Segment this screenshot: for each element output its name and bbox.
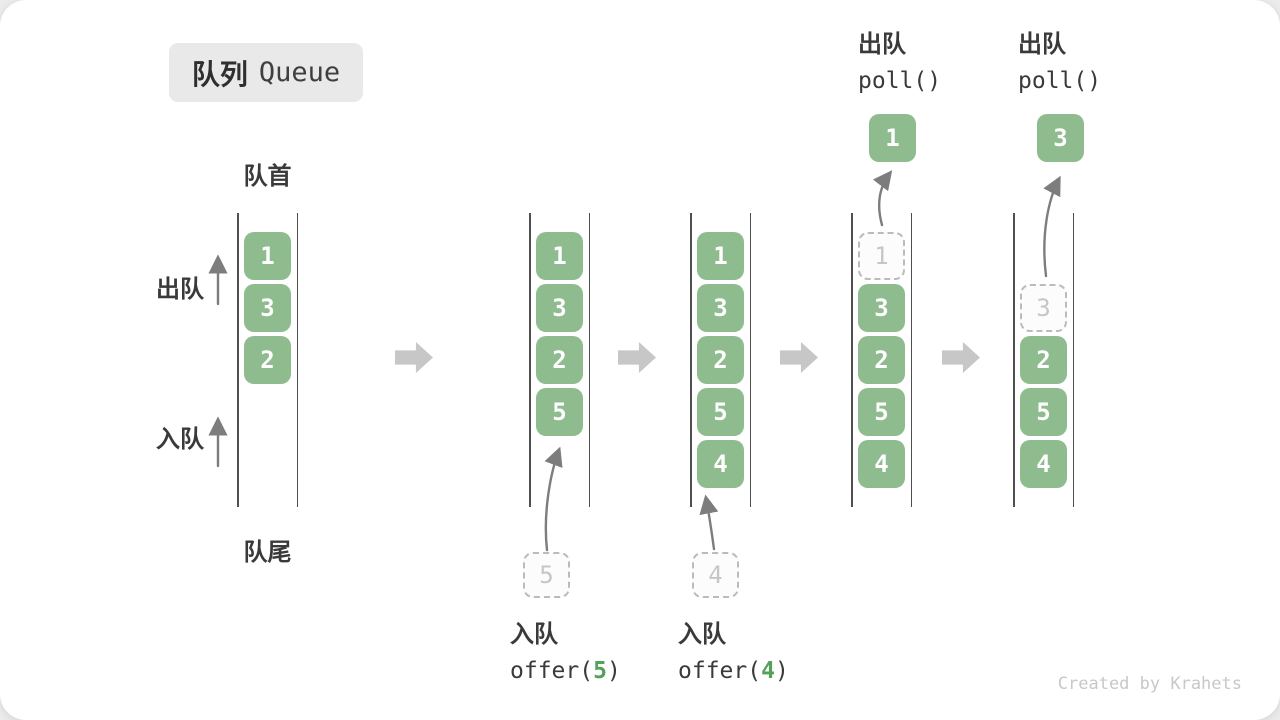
ghost-block: 1 [858, 232, 905, 280]
title-zh: 队列 [191, 58, 248, 90]
queue-block: 3 [858, 284, 905, 332]
step-arrow-icon [618, 342, 656, 373]
queue-block: 5 [858, 388, 905, 436]
queue-block: 5 [697, 388, 744, 436]
title-badge: 队列 Queue [169, 43, 363, 102]
popped-block: 1 [869, 114, 916, 162]
code-post: ) [774, 658, 789, 684]
incoming-block: 5 [523, 552, 570, 598]
title-en: Queue [258, 57, 341, 88]
caption-enqueue-offer5: 入队 offer(5) [510, 620, 621, 686]
label-queue-front: 队首 [243, 163, 292, 190]
label-queue-rear: 队尾 [243, 539, 292, 566]
watermark: Created by Krahets [1057, 674, 1242, 694]
queue-block: 4 [697, 440, 744, 488]
queue-block: 1 [536, 232, 583, 280]
label-poll-zh: 出队 [1018, 31, 1066, 58]
label-enqueue: 入队 [156, 426, 204, 453]
queue-state-4: 1 3 2 5 4 [851, 213, 912, 507]
queue-block: 5 [1020, 388, 1067, 436]
caption-enqueue-code: offer(4) [678, 656, 789, 686]
queue-state-2: 1 3 2 5 [529, 213, 590, 507]
caption-enqueue-zh: 入队 [678, 621, 726, 648]
step-arrow-icon [942, 342, 980, 373]
label-poll-code: poll() [858, 68, 942, 94]
code-pre: offer( [678, 658, 762, 684]
queue-block: 2 [697, 336, 744, 384]
label-poll: 出队 poll() [1018, 30, 1101, 96]
queue-block: 3 [697, 284, 744, 332]
code-pre: offer( [510, 658, 594, 684]
code-num: 4 [761, 658, 775, 684]
queue-block: 2 [536, 336, 583, 384]
queue-state-1: 1 3 2 [237, 213, 298, 507]
caption-enqueue-offer4: 入队 offer(4) [678, 620, 789, 686]
queue-state-3: 1 3 2 5 4 [690, 213, 751, 507]
label-dequeue: 出队 [156, 276, 204, 303]
queue-block: 1 [697, 232, 744, 280]
step-arrow-icon [780, 342, 818, 373]
incoming-block: 4 [692, 552, 739, 598]
label-poll-zh: 出队 [858, 31, 906, 58]
queue-block: 5 [536, 388, 583, 436]
code-post: ) [606, 658, 621, 684]
ghost-block: 3 [1020, 284, 1067, 332]
label-poll: 出队 poll() [858, 30, 941, 96]
queue-block: 2 [244, 336, 291, 384]
queue-block: 3 [536, 284, 583, 332]
caption-enqueue-code: offer(5) [510, 656, 621, 686]
queue-block: 3 [244, 284, 291, 332]
code-num: 5 [593, 658, 607, 684]
queue-block: 2 [1020, 336, 1067, 384]
caption-enqueue-zh: 入队 [510, 621, 558, 648]
queue-block: 1 [244, 232, 291, 280]
queue-block: 4 [1020, 440, 1067, 488]
popped-block: 3 [1037, 114, 1084, 162]
queue-block: 4 [858, 440, 905, 488]
step-arrow-icon [395, 342, 433, 373]
queue-block: 2 [858, 336, 905, 384]
label-poll-code: poll() [1018, 68, 1102, 94]
queue-state-5: 3 2 5 4 [1013, 213, 1074, 507]
